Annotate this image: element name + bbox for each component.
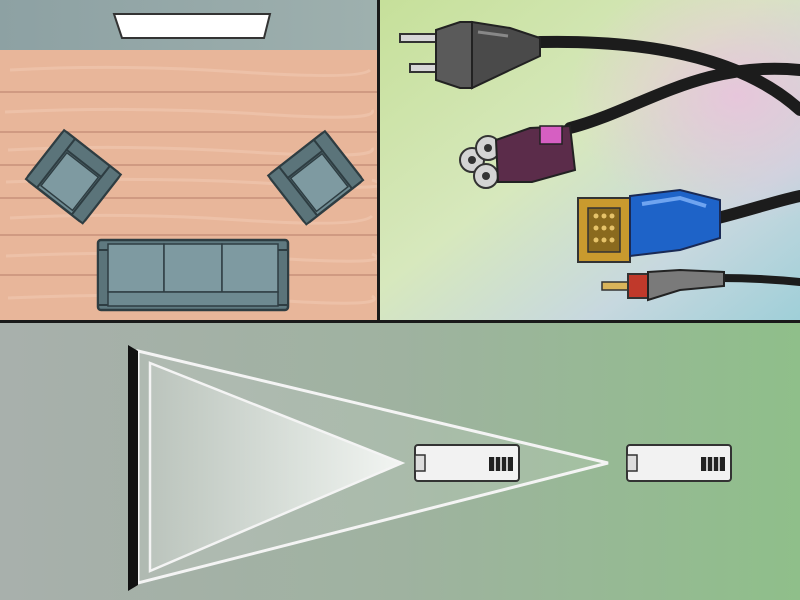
near-projector-beam xyxy=(148,361,406,573)
projector-icon xyxy=(414,444,520,482)
armchair-icon xyxy=(24,128,123,225)
projector-screen-icon xyxy=(112,13,272,39)
vga-connector-icon xyxy=(577,188,721,263)
room-layout-panel xyxy=(0,0,377,320)
cables-panel xyxy=(380,0,800,320)
rca-connector-icon xyxy=(601,268,725,302)
power-plug-icon xyxy=(399,20,541,90)
throw-distance-illustration xyxy=(0,323,800,600)
sofa-icon xyxy=(96,238,290,312)
armchair-icon xyxy=(266,129,365,226)
projector-screen-icon xyxy=(128,345,138,591)
projector-icon xyxy=(626,444,732,482)
cable-cords xyxy=(534,35,800,286)
room-layout-illustration xyxy=(0,0,377,320)
throw-distance-panel xyxy=(0,323,800,600)
power-connector-icon xyxy=(459,124,577,189)
cables-illustration xyxy=(380,0,800,320)
